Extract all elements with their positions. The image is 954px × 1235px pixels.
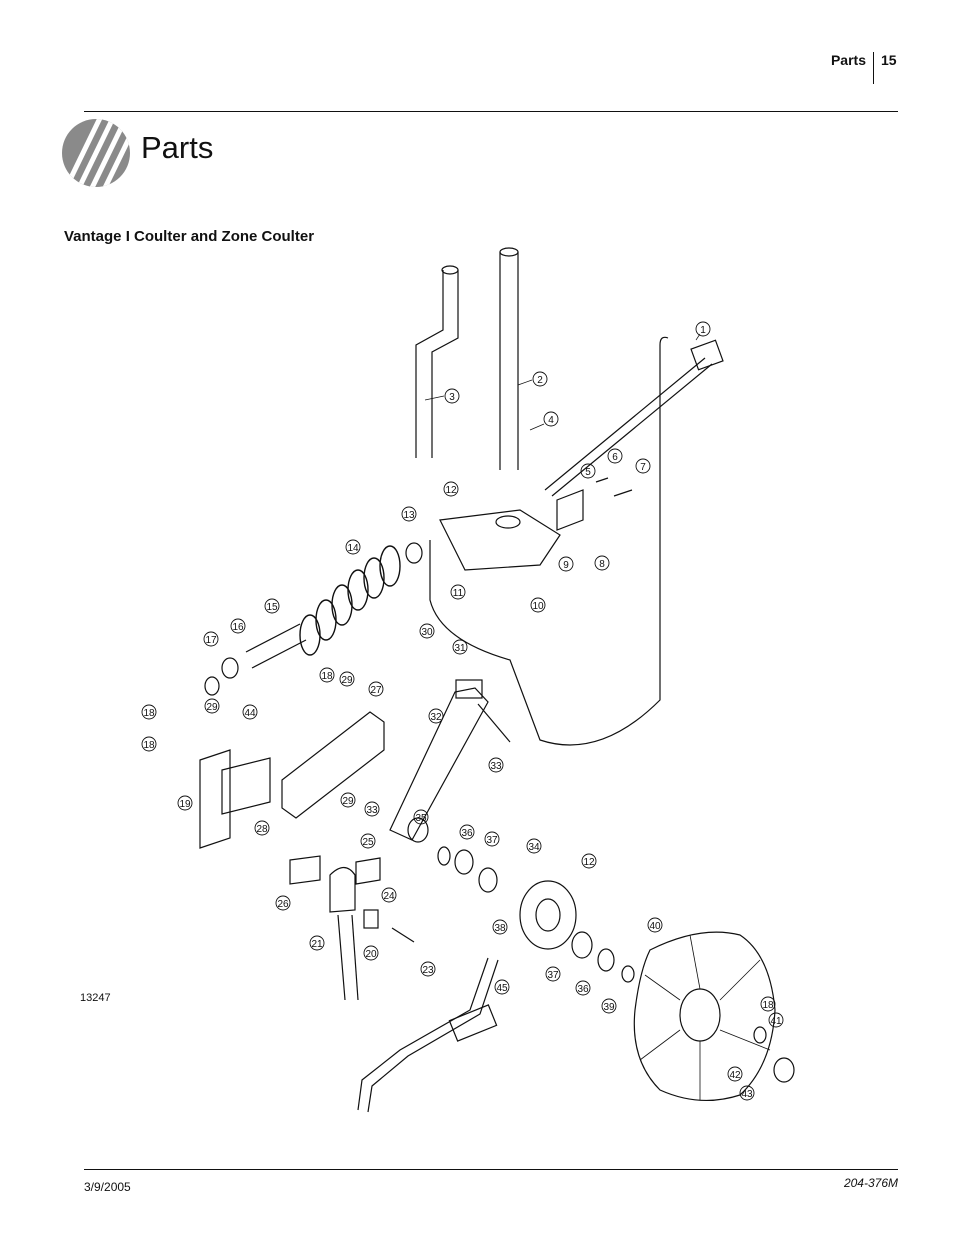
header-page-number: 15 [881,52,897,68]
callout-label: 5 [585,467,591,478]
callout-label: 13 [403,510,415,521]
callout-label: 8 [599,559,605,570]
callout-label: 9 [563,560,569,571]
brand-logo-icon [62,119,130,187]
callout-label: 17 [205,635,217,646]
callout-label: 25 [362,837,374,848]
callout-label: 43 [741,1089,753,1100]
callout-label: 3 [449,392,455,403]
callout-label: 18 [321,671,333,682]
bottom-rule [84,1169,898,1170]
callout-label: 29 [206,702,218,713]
callout-label: 4 [548,415,554,426]
callout-label: 10 [532,601,544,612]
callout-label: 18 [143,708,155,719]
callout-label: 18 [762,1000,774,1011]
callout-label: 37 [547,970,559,981]
callout-label: 30 [421,627,433,638]
callout-label: 19 [179,799,191,810]
callout-label: 1 [700,325,706,336]
top-rule [84,111,898,112]
callout-label: 42 [729,1070,741,1081]
page-title: Parts [141,130,214,165]
callout-label: 26 [277,899,289,910]
callout-label: 34 [528,842,540,853]
callout-label: 12 [583,857,595,868]
callout-label: 33 [366,805,378,816]
header-divider [873,52,874,84]
header-section-label: Parts [830,52,866,68]
callout-label: 36 [577,984,589,995]
callout-label: 29 [342,796,354,807]
callout-label: 27 [370,685,382,696]
callout-label: 41 [770,1016,782,1027]
callout-label: 39 [603,1002,615,1013]
figure-id: 13247 [80,992,111,1004]
callout-label: 32 [430,712,442,723]
callout-label: 20 [365,949,377,960]
callout-label: 29 [341,675,353,686]
callout-label: 38 [494,923,506,934]
section-subtitle: Vantage I Coulter and Zone Coulter [64,228,315,245]
callout-label: 24 [383,891,395,902]
callout-label: 33 [490,761,502,772]
callout-label: 45 [496,983,508,994]
footer-doc-number: 204-376M [843,1176,898,1190]
callout-label: 31 [454,643,466,654]
callout-label: 11 [453,588,464,599]
callout-label: 15 [266,602,278,613]
callout-label: 16 [232,622,244,633]
callout-label: 18 [143,740,155,751]
callout-label: 6 [612,452,618,463]
callout-label: 7 [640,462,646,473]
callout-label: 14 [347,543,359,554]
callout-label: 12 [445,485,457,496]
callout-label: 40 [649,921,661,932]
callout-label: 23 [422,965,434,976]
footer-date: 3/9/2005 [84,1180,131,1194]
callout-label: 2 [537,375,543,386]
callout-label: 35 [415,813,427,824]
callout-label: 37 [486,835,498,846]
callout-label: 44 [244,708,256,719]
callout-label: 36 [461,828,473,839]
callout-label: 28 [256,824,268,835]
exploded-parts-diagram: 1 2 3 4 5 6 7 8 9 10 11 12 13 14 15 16 1… [141,247,795,1113]
callout-label: 21 [311,939,323,950]
